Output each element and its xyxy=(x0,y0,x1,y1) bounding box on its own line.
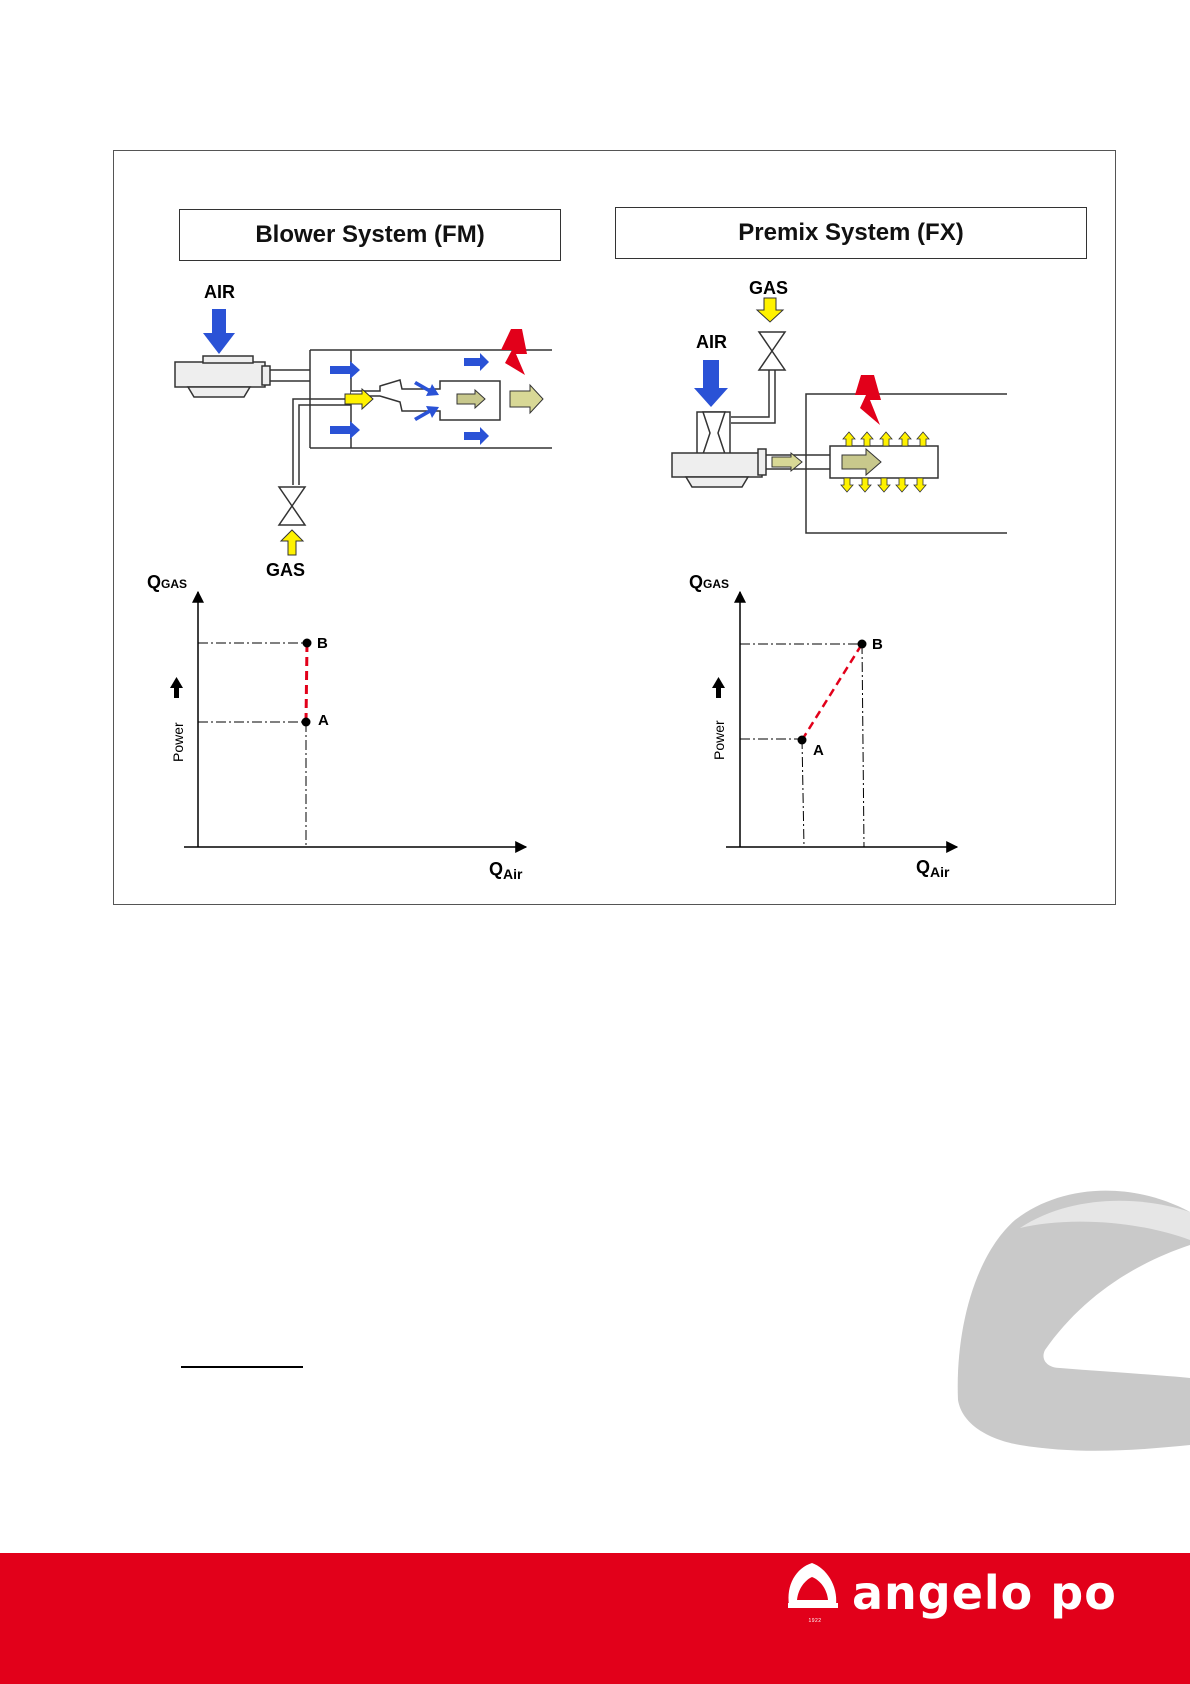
blower-y-label: Q xyxy=(147,572,161,592)
brand-tagline: 1922 xyxy=(794,1618,836,1624)
blower-air-label: AIR xyxy=(204,282,235,302)
premix-schematic: GAS AIR xyxy=(672,278,1007,533)
blower-fan-icon xyxy=(175,356,310,397)
blower-schematic: AIR xyxy=(175,282,552,580)
blower-x-sub: Air xyxy=(503,866,523,882)
svg-text:QGAS: QGAS xyxy=(147,572,187,592)
premix-point-b xyxy=(858,640,867,649)
premix-point-a-label: A xyxy=(813,742,824,759)
premix-point-b-label: B xyxy=(872,636,883,653)
premix-power-line xyxy=(802,644,862,740)
premix-point-a xyxy=(798,736,807,745)
premix-power-up-arrow-icon xyxy=(712,677,725,698)
premix-y-label: Q xyxy=(689,572,703,592)
svg-text:QAir: QAir xyxy=(916,857,950,880)
premix-gas-valve-icon xyxy=(759,332,785,370)
blower-gas-valve-icon xyxy=(279,487,305,525)
premix-venturi-icon xyxy=(697,412,730,454)
premix-guide-a-vertical xyxy=(802,739,804,847)
premix-x-sub: Air xyxy=(930,864,950,880)
blower-point-a xyxy=(302,718,311,727)
premix-combustion-chamber xyxy=(806,394,1007,533)
svg-text:QGAS: QGAS xyxy=(689,572,729,592)
blower-graph: B A QGAS QAir Power xyxy=(147,572,526,882)
underline-rule xyxy=(181,1366,303,1368)
blower-x-label: Q xyxy=(489,859,503,879)
blower-gas-pipe xyxy=(293,399,351,485)
blower-gas-arrow-icon xyxy=(281,530,303,555)
blower-power-label: Power xyxy=(170,722,186,762)
premix-flame-icon xyxy=(855,375,881,425)
blower-point-a-label: A xyxy=(318,712,329,729)
premix-gas-pipe xyxy=(731,370,775,423)
brand-wordmark: angelo po xyxy=(852,1568,1117,1618)
premix-graph: B A QGAS QAir Power xyxy=(689,572,957,880)
blower-power-up-arrow-icon xyxy=(170,677,183,698)
blower-air-arrow-icon xyxy=(203,309,235,354)
premix-power-label: Power xyxy=(711,720,727,760)
blower-power-line xyxy=(306,643,307,722)
blower-flame-icon xyxy=(501,329,527,375)
premix-x-label: Q xyxy=(916,857,930,877)
blower-point-b-label: B xyxy=(317,635,328,652)
premix-gas-arrow-icon xyxy=(757,298,783,322)
premix-guide-b-vertical xyxy=(862,644,864,847)
premix-air-arrow-icon xyxy=(694,360,728,407)
premix-air-label: AIR xyxy=(696,332,727,352)
blower-point-b xyxy=(303,639,312,648)
svg-text:QAir: QAir xyxy=(489,859,523,882)
premix-gas-label: GAS xyxy=(749,278,788,298)
blower-y-sub: GAS xyxy=(161,577,187,591)
premix-y-sub: GAS xyxy=(703,577,729,591)
blower-gas-label: GAS xyxy=(266,560,305,580)
